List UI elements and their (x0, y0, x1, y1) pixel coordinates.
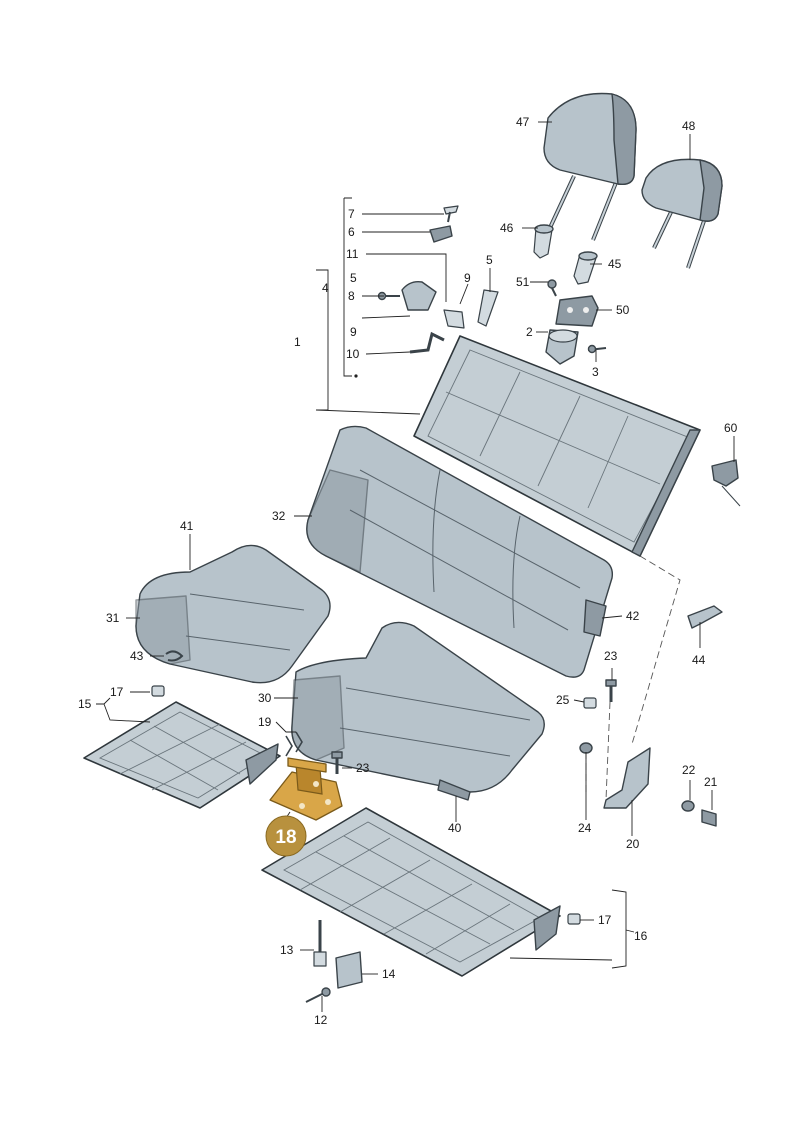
label-16: 16 (634, 929, 648, 943)
screw-23-center[interactable] (331, 751, 343, 774)
bushing-17-upper[interactable] (151, 685, 165, 697)
assembly-line-2 (605, 701, 611, 801)
release-handle-5-9[interactable] (401, 280, 465, 329)
highlight-badge-18[interactable]: 18 (265, 815, 307, 857)
label-42: 42 (626, 609, 640, 623)
label-60: 60 (724, 421, 738, 435)
label-14: 14 (382, 967, 396, 981)
label-13: 13 (280, 943, 294, 957)
label-48: 48 (682, 119, 696, 133)
clip-43[interactable] (165, 650, 184, 662)
label-50: 50 (616, 303, 630, 317)
side-cushion-41-31[interactable] (135, 544, 331, 684)
backrest-side-42[interactable] (583, 599, 607, 637)
label-21: 21 (704, 775, 718, 789)
headrest-guide-45[interactable] (573, 251, 598, 285)
label-24: 24 (578, 821, 592, 835)
bolt-13[interactable] (313, 920, 327, 967)
bushing-17-lower[interactable] (567, 913, 581, 925)
headrest-guide-46[interactable] (533, 224, 554, 259)
label-30: 30 (258, 691, 272, 705)
label-12: 12 (314, 1013, 328, 1027)
label-5b: 5 (350, 271, 357, 285)
label-15: 15 (78, 697, 92, 711)
label-8: 8 (348, 289, 355, 303)
label-20: 20 (626, 837, 640, 851)
bracket-60[interactable] (711, 459, 741, 507)
screw-23-right[interactable] (605, 679, 617, 702)
label-19: 19 (258, 715, 272, 729)
clip-19[interactable] (285, 731, 303, 757)
cap-25[interactable] (583, 697, 597, 709)
rod-5[interactable] (477, 289, 499, 327)
screw-12[interactable] (305, 987, 331, 1003)
leader-lines (96, 121, 735, 1012)
clip-6[interactable] (429, 225, 453, 243)
seat-cushion-30-40[interactable] (291, 621, 545, 801)
label-46: 46 (500, 221, 514, 235)
seat-frame-16[interactable] (261, 807, 561, 977)
hinge-bracket-18[interactable] (269, 757, 343, 821)
lock-2[interactable] (545, 329, 579, 365)
label-9a: 9 (464, 271, 471, 285)
screw-3[interactable] (587, 344, 607, 354)
label-5a: 5 (486, 253, 493, 267)
rod-10[interactable] (409, 331, 445, 354)
label-10: 10 (346, 347, 360, 361)
label-23b: 23 (604, 649, 618, 663)
label-23a: 23 (356, 761, 370, 775)
label-25: 25 (556, 693, 570, 707)
screw-51[interactable] (547, 279, 557, 297)
label-31: 31 (106, 611, 120, 625)
bracket-20[interactable] (603, 747, 651, 809)
label-43: 43 (130, 649, 144, 663)
plate-14[interactable] (335, 951, 363, 989)
bracket-44[interactable] (687, 605, 723, 629)
label-6: 6 (348, 225, 355, 239)
label-22: 22 (682, 763, 696, 777)
bolt-21[interactable] (701, 809, 717, 827)
washer-22[interactable] (681, 800, 695, 812)
label-4: 4 (322, 281, 329, 295)
label-3: 3 (592, 365, 599, 379)
label-51: 51 (516, 275, 530, 289)
seat-frame-15[interactable] (83, 701, 281, 809)
clip-7[interactable] (443, 205, 459, 223)
backrest-cover-32[interactable] (306, 425, 614, 678)
label-17b: 17 (598, 913, 612, 927)
label-32: 32 (272, 509, 286, 523)
label-1: 1 (294, 335, 301, 349)
label-47: 47 (516, 115, 530, 129)
assembly-line-1 (631, 555, 681, 745)
headrest-47[interactable] (543, 92, 637, 241)
label-45: 45 (608, 257, 622, 271)
label-11: 11 (346, 247, 359, 261)
label-17a: 17 (110, 685, 124, 699)
bracket-50[interactable] (555, 295, 599, 327)
label-7: 7 (348, 207, 355, 221)
headrest-48[interactable] (641, 158, 723, 269)
label-2: 2 (526, 325, 533, 339)
label-44: 44 (692, 653, 706, 667)
label-9b: 9 (350, 325, 357, 339)
label-41: 41 (180, 519, 194, 533)
label-40: 40 (448, 821, 462, 835)
washer-24[interactable] (579, 742, 593, 754)
highlight-badge-label: 18 (275, 827, 296, 848)
